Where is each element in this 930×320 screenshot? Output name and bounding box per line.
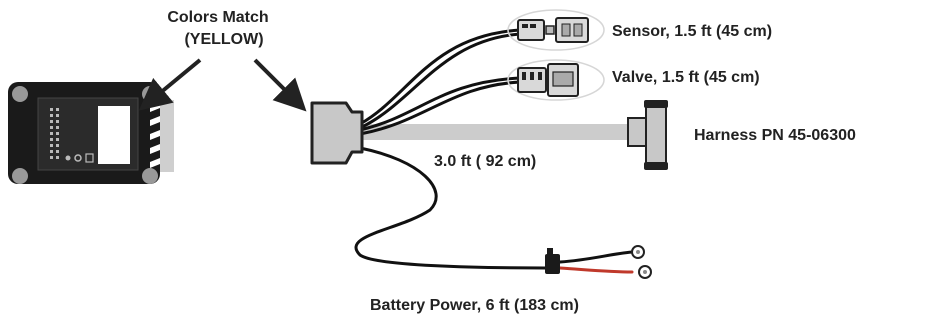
valve-connector-icon (507, 59, 605, 101)
sensor-connector-icon (507, 9, 605, 51)
colors-match-label: Colors Match (167, 9, 268, 26)
tee-fitting-icon (627, 100, 668, 170)
battery-label: Battery Power, 6 ft (183 cm) (370, 297, 579, 314)
colors-match-subtitle: (YELLOW) (184, 31, 263, 48)
battery-terminals-icon (545, 245, 652, 279)
sensor-label: Sensor, 1.5 ft (45 cm) (612, 23, 772, 40)
harness-connector-icon (310, 101, 364, 165)
wires (354, 28, 634, 274)
control-module-icon (8, 82, 174, 184)
main-length-label: 3.0 ft ( 92 cm) (434, 153, 536, 170)
harness-label: Harness PN 45-06300 (694, 127, 856, 144)
valve-label: Valve, 1.5 ft (45 cm) (612, 69, 760, 86)
arrows (138, 58, 307, 112)
